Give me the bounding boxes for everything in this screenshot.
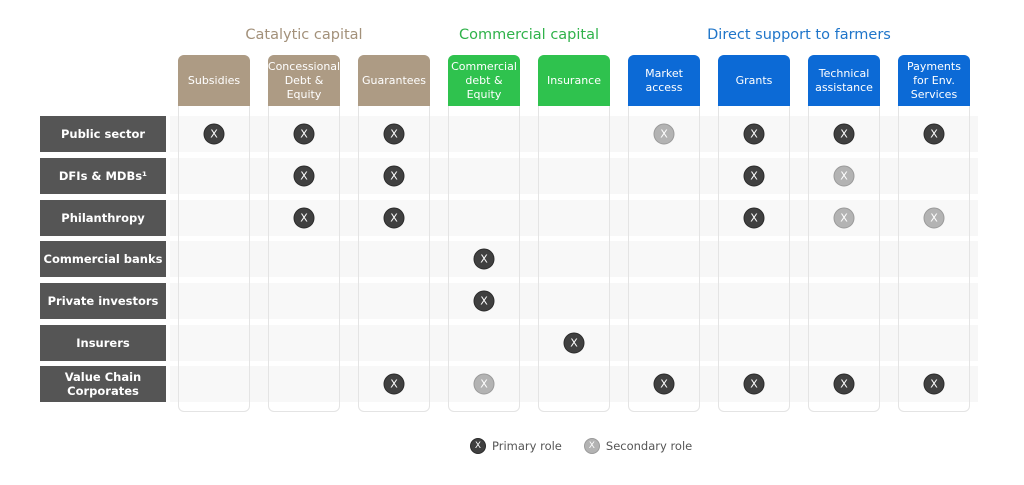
primary-role-icon: X (473, 290, 495, 312)
primary-role-icon: X (743, 165, 765, 187)
column-header: Subsidies (178, 55, 250, 106)
primary-role-icon: X (653, 373, 675, 395)
group-title: Commercial capital (458, 27, 600, 43)
primary-role-icon: X (923, 373, 945, 395)
primary-role-icon: X (293, 165, 315, 187)
row-label: Private investors (40, 283, 166, 319)
primary-role-icon: X (383, 207, 405, 229)
primary-role-icon: X (383, 123, 405, 145)
secondary-role-icon: X (653, 123, 675, 145)
column-header: Payments for Env. Services (898, 55, 970, 106)
primary-role-icon: X (833, 373, 855, 395)
secondary-role-icon: X (833, 165, 855, 187)
primary-role-icon: X (563, 332, 585, 354)
column-header: Market access (628, 55, 700, 106)
primary-role-icon: X (833, 123, 855, 145)
group-title: Direct support to farmers (707, 27, 891, 43)
column-box (538, 55, 610, 412)
row-label: Insurers (40, 325, 166, 361)
column-header: Technical assistance (808, 55, 880, 106)
row-label: Value Chain Corporates (40, 366, 166, 402)
legend: X Primary role X Secondary role (470, 438, 714, 454)
row-band (170, 241, 978, 277)
column-box (628, 55, 700, 412)
legend-primary: X Primary role (470, 438, 562, 454)
column-box (448, 55, 520, 412)
primary-role-icon: X (743, 373, 765, 395)
secondary-role-icon: X (583, 438, 600, 454)
secondary-role-icon: X (473, 373, 495, 395)
row-label: Commercial banks (40, 241, 166, 277)
column-header: Insurance (538, 55, 610, 106)
primary-role-icon: X (383, 165, 405, 187)
column-box (358, 55, 430, 412)
column-header: Concessional Debt & Equity (268, 55, 340, 106)
primary-role-icon: X (293, 207, 315, 229)
legend-secondary-label: Secondary role (605, 439, 693, 453)
column-box (718, 55, 790, 412)
primary-role-icon: X (470, 438, 486, 454)
secondary-role-icon: X (833, 207, 855, 229)
row-label: Public sector (40, 116, 166, 152)
row-band (170, 283, 978, 319)
column-box (808, 55, 880, 412)
row-label: DFIs & MDBs¹ (40, 158, 166, 194)
column-box (898, 55, 970, 412)
primary-role-icon: X (743, 207, 765, 229)
primary-role-icon: X (383, 373, 405, 395)
column-header: Grants (718, 55, 790, 106)
primary-role-icon: X (293, 123, 315, 145)
primary-role-icon: X (203, 123, 225, 145)
primary-role-icon: X (473, 248, 495, 270)
secondary-role-icon: X (923, 207, 945, 229)
row-label: Philanthropy (40, 200, 166, 236)
legend-primary-label: Primary role (492, 439, 562, 453)
legend-secondary: X Secondary role (583, 438, 693, 454)
column-header: Commercial debt & Equity (448, 55, 520, 106)
column-box (178, 55, 250, 412)
column-box (268, 55, 340, 412)
primary-role-icon: X (923, 123, 945, 145)
primary-role-icon: X (743, 123, 765, 145)
group-title: Catalytic capital (245, 27, 363, 43)
column-header: Guarantees (358, 55, 430, 106)
